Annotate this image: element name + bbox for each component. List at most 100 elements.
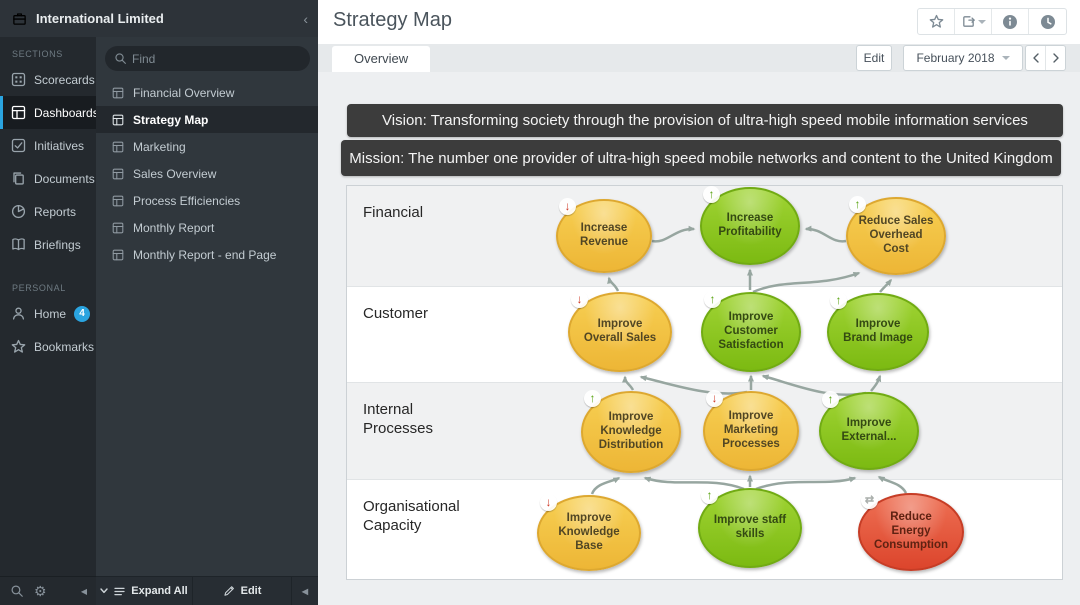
trend-neutral-icon: ⇄ [861,492,878,509]
sidebar-item-documents[interactable]: Documents [0,162,96,195]
find-input[interactable] [105,46,310,71]
dashboard-icon [112,114,124,125]
sidebar-item-scorecards[interactable]: Scorecards [0,63,96,96]
documents-icon [13,172,24,185]
sidebar-collapse-icon[interactable]: ‹ [303,10,308,27]
tab-strip: Overview Edit February 2018 [318,44,1080,72]
history-clock-icon[interactable] [1029,9,1066,34]
gear-icon[interactable]: ⚙ [34,582,47,599]
info-icon[interactable] [992,9,1029,34]
map-node-reduce-energy-consumption[interactable]: ⇄ Reduce Energy Consumption [858,492,964,571]
strategy-map-panel: Financial Customer Internal Processes Or… [346,185,1063,580]
sidebar-item-label: Briefings [34,237,81,252]
map-node-improve-staff-skills[interactable]: ↑ Improve staff skills [698,487,802,568]
briefcase-icon [13,13,26,25]
map-node-increase-profitability[interactable]: ↑ Increase Profitability [700,186,800,265]
panel-item-label: Sales Overview [133,166,217,181]
sidebar-item-reports[interactable]: Reports [0,195,96,228]
node-label: Increase Profitability [718,212,782,238]
dashboard-content: Vision: Transforming society through the… [318,72,1080,605]
mission-banner: Mission: The number one provider of ultr… [341,140,1061,176]
sidebar-item-label: Bookmarks [34,339,95,354]
map-node-improve-brand-image[interactable]: ↑ Improve Brand Image [827,292,929,371]
row-label: Organisational Capacity [363,498,460,534]
map-node-improve-customer-satisfaction[interactable]: ↑ Improve Customer Satisfaction [701,291,801,372]
sidebar-item-label: Home [34,306,67,321]
sidebar-item-home[interactable]: Home 4 [0,297,96,330]
panel-item-marketing[interactable]: Marketing [96,133,318,160]
briefings-icon [12,238,25,251]
panel-item-label: Marketing [133,139,186,154]
row-label: Financial [363,204,424,221]
sections-rail: SECTIONS Scorecards Dashboards Initiativ… [0,37,99,576]
panel-item-label: Strategy Map [133,112,209,127]
main-area: Strategy Map Overview Edit [318,0,1080,605]
expand-all-label: Expand All [131,585,188,597]
sidebar-item-label: Documents [34,171,95,186]
sidebar-item-bookmarks[interactable]: Bookmarks [0,330,96,363]
trend-down-icon: ↓ [559,198,576,215]
map-node-improve-marketing-processes[interactable]: ↓ Improve Marketing Processes [703,390,799,471]
panel-item-monthly-report[interactable]: Monthly Report [96,214,318,241]
map-node-increase-revenue[interactable]: ↓ Increase Revenue [556,198,652,273]
sidebar-item-briefings[interactable]: Briefings [0,228,96,261]
trend-up-icon: ↑ [849,196,866,213]
map-node-improve-knowledge-base[interactable]: ↓ Improve Knowledge Base [537,494,641,571]
collapse-left-icon[interactable]: ◀ [80,586,87,596]
node-label: Improve Knowledge Base [558,512,620,552]
home-notification-badge: 4 [74,305,91,322]
node-label: Increase Revenue [580,222,628,248]
edit-button[interactable]: Edit [856,45,892,71]
panel-item-strategy-map[interactable]: Strategy Map [96,106,318,133]
panel-edit-label: Edit [240,585,262,597]
sidebar-item-initiatives[interactable]: Initiatives [0,129,96,162]
node-label: Improve Knowledge Distribution [598,411,664,451]
panel-item-label: Process Efficiencies [133,193,241,208]
trend-up-icon: ↑ [830,292,847,309]
dashboard-icon [112,222,124,233]
rail-footer: ⚙ ◀ [0,576,96,605]
expand-all-button[interactable]: Expand All [96,577,193,605]
map-node-reduce-sales-overhead-cost[interactable]: ↑ Reduce Sales Overhead Cost [846,196,946,275]
map-node-improve-knowledge-distribution[interactable]: ↑ Improve Knowledge Distribution [581,390,681,473]
panel-item-financial-overview[interactable]: Financial Overview [96,79,318,106]
dashboard-icon [112,141,124,152]
previous-period-button[interactable] [1026,46,1046,70]
period-selector[interactable]: February 2018 [903,45,1023,71]
trend-up-icon: ↑ [704,291,721,308]
panel-item-monthly-report-end-page[interactable]: Monthly Report - end Page [96,241,318,268]
dashboards-panel: Financial Overview Strategy Map Marketin… [96,37,318,576]
export-icon[interactable] [955,9,992,34]
reports-icon [11,204,26,219]
sidebar-item-dashboards[interactable]: Dashboards [0,96,99,129]
panel-item-label: Financial Overview [133,85,235,100]
tab-overview[interactable]: Overview [332,46,431,72]
person-icon [12,307,25,320]
trend-up-icon: ↑ [822,391,839,408]
chevron-down-icon [100,588,108,594]
panel-item-label: Monthly Report [133,220,215,235]
export-caret-icon [977,19,986,24]
next-period-button[interactable] [1046,46,1065,70]
main-header: Strategy Map [318,0,1080,44]
search-icon [115,53,126,64]
row-label: Customer [363,305,429,322]
trend-up-icon: ↑ [703,186,720,203]
node-label: Improve Customer Satisfaction [718,311,784,351]
panel-edit-button[interactable]: Edit [193,577,292,605]
favorite-star-icon[interactable] [918,9,955,34]
map-node-improve-external[interactable]: ↑ Improve External... [819,391,919,470]
panel-item-sales-overview[interactable]: Sales Overview [96,160,318,187]
sidebar-item-label: Dashboards [34,105,99,120]
period-label: February 2018 [916,51,995,65]
node-label: Improve Overall Sales [583,318,657,344]
map-node-improve-overall-sales[interactable]: ↓ Improve Overall Sales [568,291,672,372]
panel-item-process-efficiencies[interactable]: Process Efficiencies [96,187,318,214]
footer-search-icon[interactable] [10,584,24,598]
node-label: Reduce Sales Overhead Cost [858,215,934,255]
pencil-icon [224,586,234,596]
trend-up-icon: ↑ [584,390,601,407]
dashboard-icon [112,249,124,260]
initiatives-icon [11,138,26,153]
collapse-panel-icon[interactable]: ◀ [301,586,309,596]
